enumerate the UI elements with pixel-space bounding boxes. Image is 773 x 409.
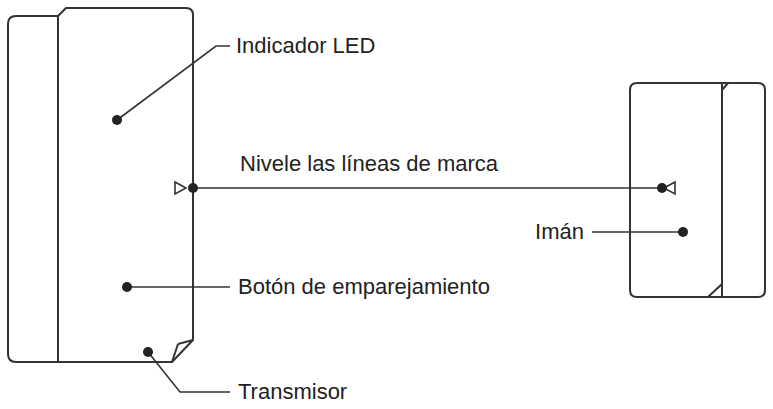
transmitter-dot [143,347,153,357]
leader-line [117,46,230,120]
leader-line [148,352,230,392]
part-label: Botón de emparejamiento [238,274,490,300]
mark-dot [657,183,667,193]
transmitter-body [8,8,193,362]
level-line [193,187,662,189]
mark-dot [188,183,198,193]
magnet-chamfer [708,284,722,297]
part-label: Imán [535,219,584,245]
magnet-dot [678,227,688,237]
button-dot [122,282,132,292]
transmitter-chamfer [178,340,193,344]
transmitter-chamfer [172,344,178,362]
part-label: Indicador LED [236,33,375,59]
part-label: Transmisor [238,379,347,405]
mark-triangle [175,182,186,194]
magnet-body [630,83,765,297]
leader-line [127,286,230,288]
magnet-edge [721,83,723,297]
magnet-chamfer [722,83,728,90]
led-dot [112,115,122,125]
leader-line [592,231,683,233]
instruction-label: Nivele las líneas de marca [240,151,498,177]
transmitter-edge [57,16,59,362]
